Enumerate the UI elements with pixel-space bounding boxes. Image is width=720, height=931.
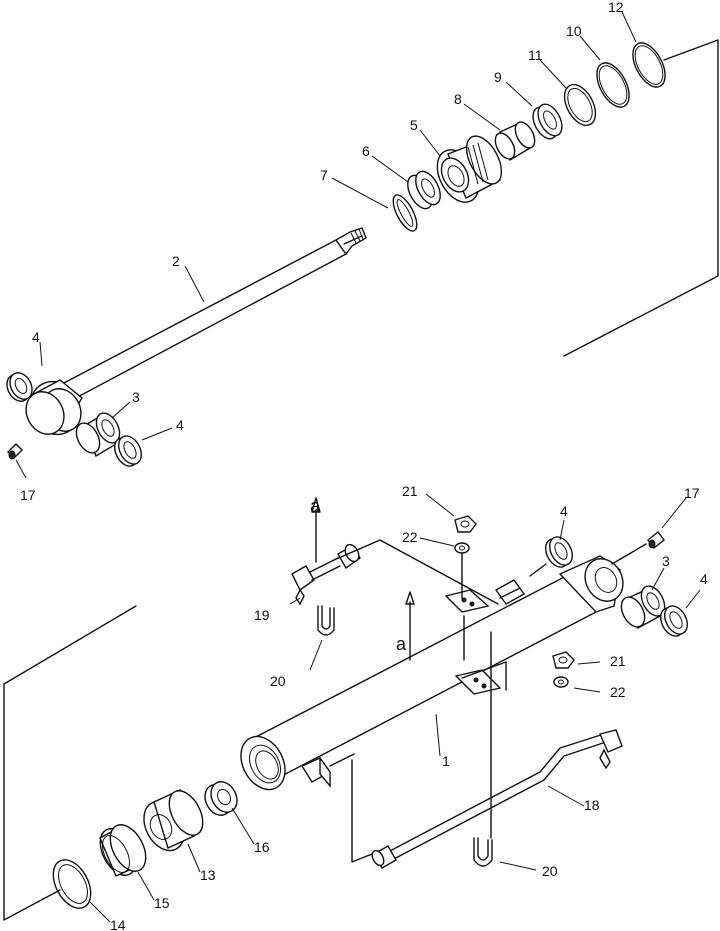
label-part-21-b: 21 (610, 653, 626, 669)
label-part-9: 9 (494, 69, 502, 85)
dust-seal-4a (6, 372, 33, 402)
label-part-1: 1 (442, 753, 450, 769)
label-part-10: 10 (566, 23, 582, 39)
label-part-4-d: 4 (700, 571, 708, 587)
label-part-17-a: 17 (20, 487, 36, 503)
piston-rod (25, 227, 367, 436)
washer-22a (454, 542, 470, 554)
label-part-12: 12 (608, 0, 624, 15)
seal-9 (532, 103, 563, 140)
grease-fitting-17a (7, 443, 23, 460)
label-part-22-a: 22 (402, 529, 418, 545)
label-part-4-a: 4 (32, 329, 40, 345)
assembly-lines (3, 39, 719, 921)
label-part-15: 15 (154, 895, 170, 911)
label-part-11: 11 (528, 47, 543, 63)
label-part-14: 14 (110, 917, 126, 931)
label-view-a-top: a (310, 496, 321, 516)
label-part-3-b: 3 (662, 553, 670, 569)
leader-lines (15, 11, 701, 923)
port-block-front (300, 753, 355, 788)
label-part-7: 7 (320, 167, 328, 183)
label-part-20-a: 20 (270, 673, 286, 689)
bushing-3a (75, 412, 121, 458)
label-part-4-b: 4 (176, 417, 184, 433)
cylinder-tube (240, 555, 624, 791)
bracket-upper (444, 589, 490, 613)
dust-seal-4b (114, 435, 142, 467)
label-part-20-b: 20 (542, 863, 558, 879)
cylinder-head (436, 135, 503, 203)
label-part-2: 2 (172, 253, 180, 269)
ring-11 (563, 83, 597, 127)
nut-21b (552, 651, 575, 669)
part-labels: 2 4 3 4 7 6 5 8 9 11 10 12 17 21 22 4 17… (20, 0, 708, 931)
snap-ring (392, 194, 418, 232)
nut-16 (204, 781, 238, 816)
piston-ring-14 (52, 859, 92, 909)
bushing-6 (407, 170, 441, 210)
piston-13 (143, 789, 204, 852)
label-part-19: 19 (254, 607, 270, 623)
wear-ring-15 (99, 824, 147, 877)
label-part-6: 6 (362, 143, 370, 159)
nut-21a (454, 515, 477, 533)
label-part-5: 5 (410, 117, 418, 133)
label-part-16: 16 (254, 839, 270, 855)
label-part-3-a: 3 (132, 389, 140, 405)
label-part-8: 8 (454, 91, 462, 107)
clamp-20a (317, 605, 335, 636)
bushing-8 (494, 121, 536, 162)
port-block-rear (494, 579, 526, 605)
washer-22b (553, 676, 569, 688)
label-part-13: 13 (200, 867, 216, 883)
label-part-21-a: 21 (402, 483, 418, 499)
dust-seal-4d (660, 605, 688, 637)
grease-fitting-17b (647, 531, 665, 549)
dust-seal-4c (545, 536, 573, 568)
bushing-3b (620, 585, 666, 630)
label-part-22-b: 22 (610, 684, 626, 700)
label-part-17-b: 17 (684, 485, 700, 501)
clamp-20b (473, 837, 493, 867)
label-part-18: 18 (584, 797, 600, 813)
pipe-19 (291, 543, 361, 606)
backup-ring-12 (632, 42, 666, 88)
label-view-a-mid: a (396, 634, 407, 654)
o-ring-10 (596, 62, 630, 108)
label-part-4-c: 4 (560, 503, 568, 519)
pipe-18 (371, 729, 623, 869)
